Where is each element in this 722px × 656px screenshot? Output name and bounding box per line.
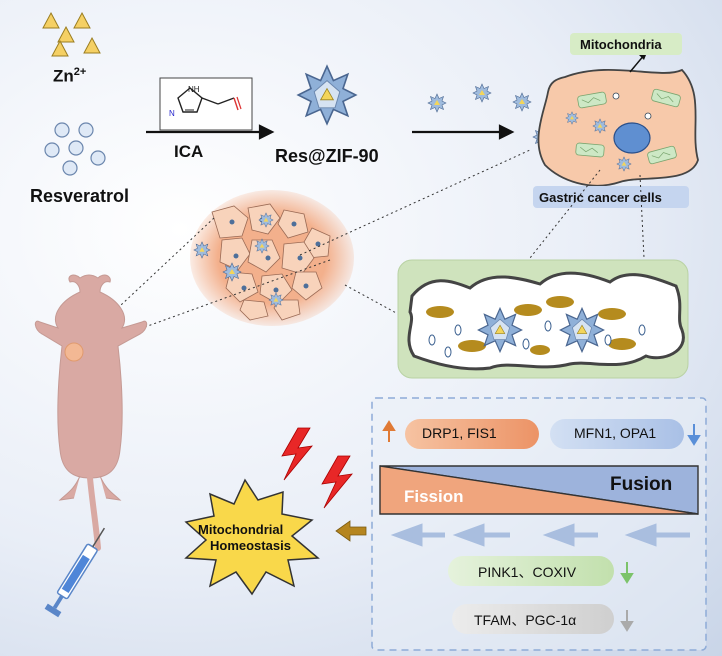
imidazole-structure-icon: NH N [159, 77, 253, 131]
zn-base: Zn [53, 66, 74, 86]
up-arrow-icon [382, 420, 396, 442]
gastric-label-bg [533, 186, 689, 208]
pink1-label: PINK1、COXIV [478, 564, 577, 580]
down-arrow-icon-green [620, 562, 634, 584]
zn-label: Zn2+ [53, 66, 86, 87]
homeostasis-arrow [335, 520, 367, 542]
mfn1-label: MFN1, OPA1 [574, 425, 657, 441]
lightning-icon [281, 427, 353, 509]
dashed-arrow-row [390, 523, 690, 547]
fission-label: Fission [404, 487, 464, 506]
zif-particles-flight [427, 83, 552, 147]
resveratrol-label: Resveratrol [30, 186, 130, 206]
cancer-cell-icon [537, 50, 699, 187]
tumor-tissue-icon [190, 190, 354, 326]
zif-particle-icon [297, 65, 357, 125]
fission-triangle [379, 465, 699, 515]
tfam-label: TFAM、PGC-1α [474, 612, 577, 628]
svg-text:NH: NH [188, 85, 200, 94]
zn-sup: 2+ [73, 66, 87, 78]
syringe-icon [44, 527, 106, 618]
mfn1-pill [550, 419, 684, 449]
mitochondria-label: Mitochondria [580, 37, 662, 52]
tfam-pill [452, 604, 614, 634]
triangle-zn-icon [42, 12, 101, 57]
burst-icon [184, 478, 320, 596]
gastric-label: Gastric cancer cells [539, 190, 662, 205]
ica-label: ICA [174, 142, 204, 161]
fusion-label: Fusion [610, 474, 673, 495]
svg-text:N: N [169, 109, 175, 118]
pink1-pill [448, 556, 614, 586]
drp1-label: DRP1, FIS1 [422, 425, 497, 441]
res-zif-label: Res@ZIF-90 [275, 146, 379, 166]
down-arrow-icon [687, 424, 701, 446]
reaction-arrows [146, 124, 515, 140]
drp1-pill [405, 419, 539, 449]
down-arrow-icon-gray [620, 610, 634, 632]
mitochondria-zoom-panel [397, 259, 689, 379]
homeostasis-label-2: Homeostasis [210, 538, 291, 553]
mitochondria-label-bg [570, 33, 682, 55]
mouse-icon [34, 274, 148, 551]
circle-resveratrol-icon [44, 122, 106, 176]
results-box [371, 397, 707, 651]
homeostasis-label-1: Mitochondrial [198, 522, 284, 537]
